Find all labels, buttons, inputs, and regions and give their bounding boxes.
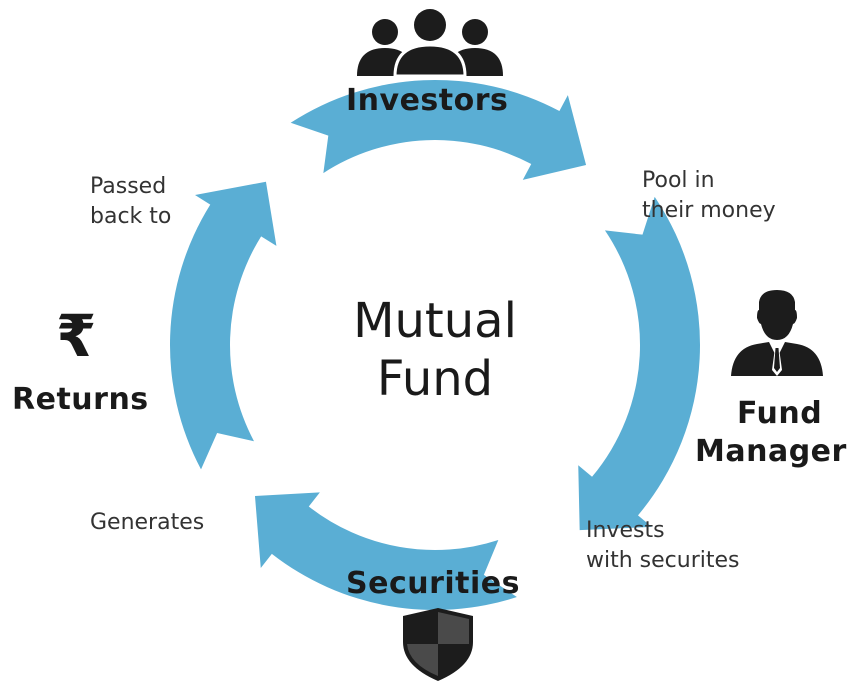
fund-manager-label-line1: Fund — [737, 396, 823, 431]
edge-label-generates: Generates — [90, 510, 205, 535]
center-title-line2: Fund — [376, 351, 494, 407]
edge-label-passed: Passed back to — [90, 174, 172, 229]
shield-icon — [403, 608, 473, 681]
edge-label-invests: Invests with securites — [586, 518, 740, 573]
returns-label: Returns — [12, 382, 149, 417]
center-title: Mutual Fund — [300, 292, 570, 408]
rupee-icon: ₹ — [56, 302, 97, 370]
people-icon — [357, 9, 503, 78]
investors-label: Investors — [346, 83, 509, 118]
arrow-returns-to-investors — [169, 181, 277, 470]
arrow-investors-to-manager — [290, 79, 587, 180]
arrow-manager-to-securities — [578, 196, 700, 531]
securities-label: Securities — [346, 566, 520, 601]
arrow-securities-to-returns — [254, 492, 517, 610]
businessman-icon — [731, 290, 823, 376]
edge-label-pool: Pool in their money — [642, 168, 776, 223]
fund-manager-label-line2: Manager — [695, 434, 847, 469]
center-title-line1: Mutual — [353, 293, 517, 349]
